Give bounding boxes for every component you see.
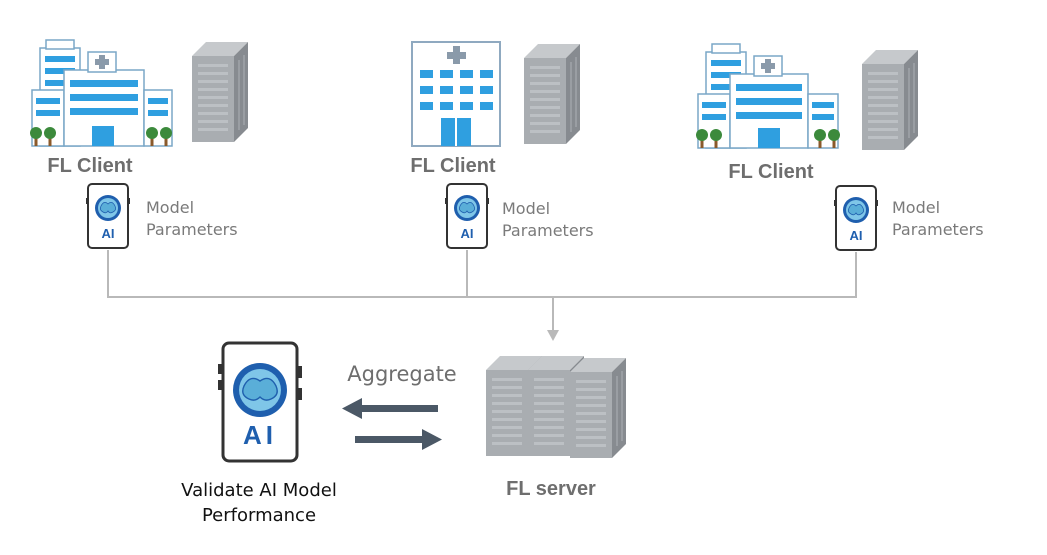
aggregate-label: Aggregate bbox=[347, 362, 456, 386]
param-label-2-line2: Parameters bbox=[502, 221, 594, 240]
param-label-3-line1: Model bbox=[892, 198, 940, 217]
param-label-2-line1: Model bbox=[502, 199, 550, 218]
fl-server-icon bbox=[486, 356, 626, 458]
validation-device-icon: AI bbox=[218, 341, 302, 463]
server-label: FL server bbox=[506, 478, 596, 500]
validate-label-line1: Validate AI Model bbox=[181, 480, 337, 501]
client-title-3: FL Client bbox=[728, 161, 814, 183]
hospital-icon-3 bbox=[696, 43, 840, 149]
hospital-icon-1 bbox=[30, 39, 173, 147]
ai-device-icon-1 bbox=[85, 183, 131, 249]
down-arrow-icon bbox=[547, 330, 559, 341]
server-icon-3 bbox=[862, 50, 918, 150]
hospital-icon-2 bbox=[411, 41, 501, 147]
param-label-1-line2: Parameters bbox=[146, 220, 238, 239]
ai-device-icon-2 bbox=[444, 183, 490, 249]
client-title-1: FL Client bbox=[47, 155, 133, 177]
client-title-2: FL Client bbox=[410, 155, 496, 177]
connector-lines bbox=[107, 250, 857, 330]
left-arrow-icon bbox=[342, 398, 438, 419]
ai-device-icon-3 bbox=[833, 185, 879, 251]
server-icon-2 bbox=[524, 44, 580, 144]
validation-device-badge: AI bbox=[243, 420, 277, 450]
server-icon-1 bbox=[192, 42, 248, 142]
validate-label-line2: Performance bbox=[202, 505, 316, 526]
param-label-3-line2: Parameters bbox=[892, 220, 984, 239]
right-arrow-icon bbox=[355, 429, 442, 450]
param-label-1-line1: Model bbox=[146, 198, 194, 217]
